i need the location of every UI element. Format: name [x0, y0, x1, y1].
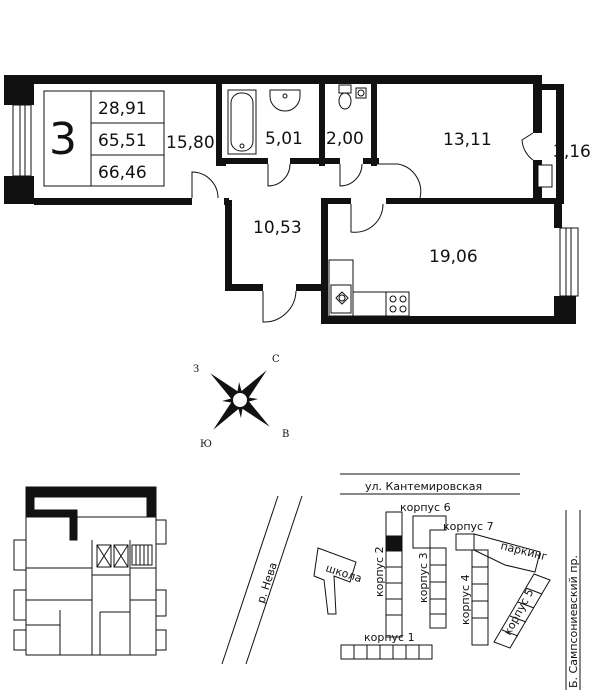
parking-label: паркинг	[499, 539, 549, 563]
school-label: школа	[324, 561, 363, 585]
apartment-info-box: 3 28,91 65,51 66,46	[43, 90, 165, 187]
street-label: ул. Кантемировская	[365, 480, 482, 493]
building-label-k6: корпус 6	[400, 501, 451, 514]
washbasin	[269, 89, 301, 112]
compass-west-label: З	[193, 364, 199, 375]
total-area: 65,51	[98, 131, 147, 151]
room-area-toilet: 2,00	[326, 129, 364, 149]
site-map	[221, 473, 581, 690]
room-area-hall: 10,53	[253, 218, 302, 238]
room-area-bathroom: 5,01	[265, 129, 303, 149]
total-area-with-balcony: 66,46	[98, 163, 147, 183]
door-swings	[191, 132, 534, 323]
building-label-k3: корпус 3	[417, 552, 430, 603]
room-area-bedroom-left: 15,80	[166, 133, 215, 153]
apartment-plan	[4, 75, 579, 324]
living-area: 28,91	[98, 99, 147, 119]
compass-east-label: В	[282, 429, 289, 440]
building-label-k1: корпус 1	[364, 631, 415, 644]
building-label-k7: корпус 7	[443, 520, 494, 533]
room-area-balcony: 3,16	[553, 142, 591, 162]
compass-rose	[210, 370, 270, 430]
room-area-kitchen: 19,06	[429, 247, 478, 267]
building-label-k4: корпус 4	[459, 574, 472, 625]
floor-key-plan	[13, 486, 167, 656]
compass-north-label: С	[272, 354, 280, 365]
compass-south-label: Ю	[200, 439, 212, 450]
kitchen-units	[328, 259, 410, 317]
room-count: 3	[49, 114, 77, 165]
room-area-bedroom-right: 13,11	[443, 130, 492, 150]
building-label-k2: корпус 2	[373, 546, 386, 597]
avenue-label: Б. Сампсониевский пр.	[567, 555, 580, 688]
bathtub	[227, 89, 257, 155]
river-label: р. Нева	[254, 561, 279, 605]
toilet	[338, 84, 367, 110]
